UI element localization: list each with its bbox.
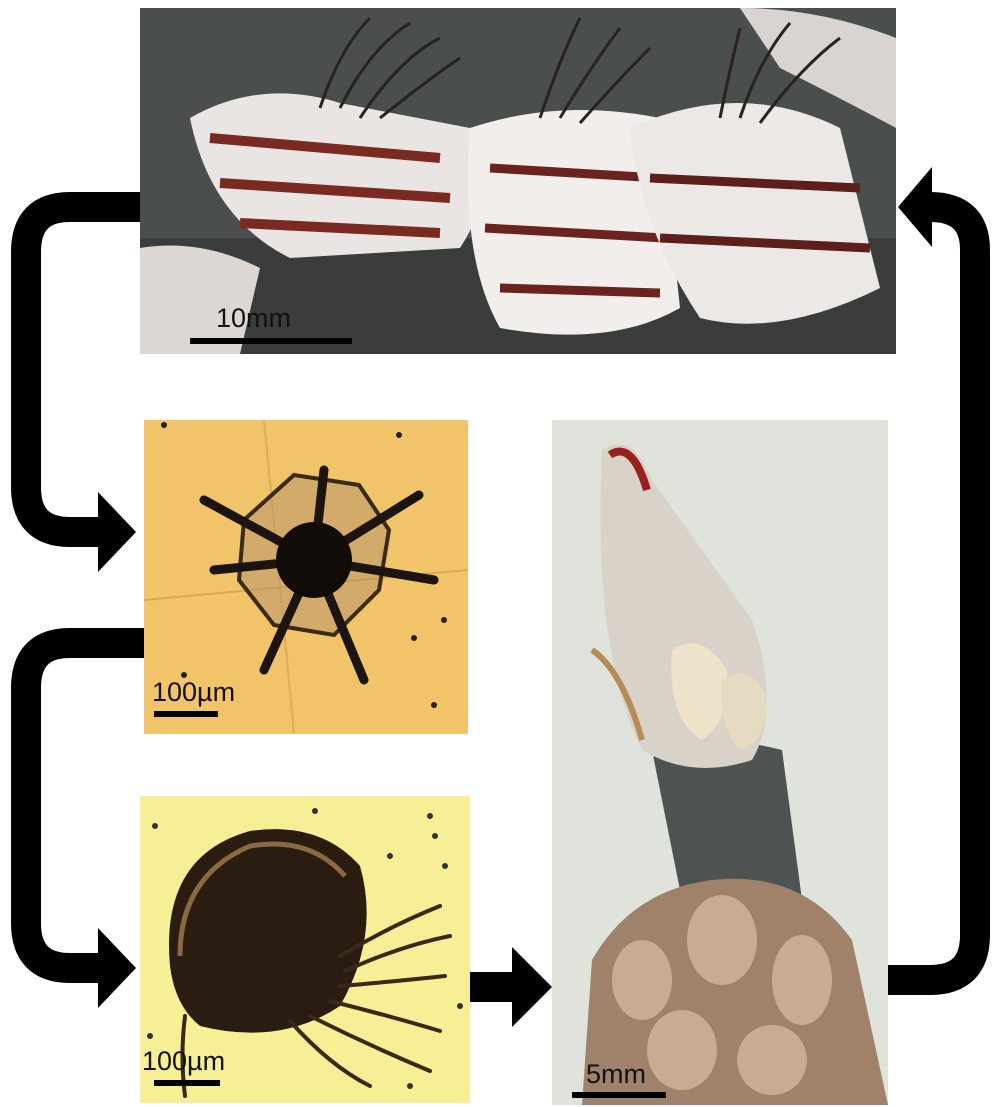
cyprid-larva-photo: 100µm [140, 796, 470, 1103]
nauplius-larva-photo: 100µm [144, 420, 468, 734]
arrow-adult-to-nauplius [26, 207, 140, 532]
arrow-juvenile-to-adult [888, 207, 975, 980]
arrow-nauplius-to-cyprid [26, 643, 144, 968]
juvenile-barnacle-photo: 5mm [552, 420, 888, 1105]
scale-label-cyprid: 100µm [142, 1048, 225, 1075]
arrow-head-cyprid [98, 928, 136, 1008]
juvenile-barnacle-image [552, 420, 888, 1105]
scale-label-juvenile: 5mm [586, 1061, 646, 1088]
scale-line-nauplius [154, 711, 218, 717]
adult-barnacle-photo: 10mm [140, 8, 896, 354]
scale-label-adult: 10mm [216, 305, 291, 332]
scale-line-adult [190, 338, 352, 344]
scale-line-cyprid [154, 1080, 220, 1086]
arrow-head-nauplius [98, 492, 136, 572]
scale-line-juvenile [572, 1092, 666, 1098]
arrow-head-adult [898, 167, 932, 247]
arrow-head-juvenile [512, 947, 552, 1027]
scale-label-nauplius: 100µm [152, 679, 235, 706]
